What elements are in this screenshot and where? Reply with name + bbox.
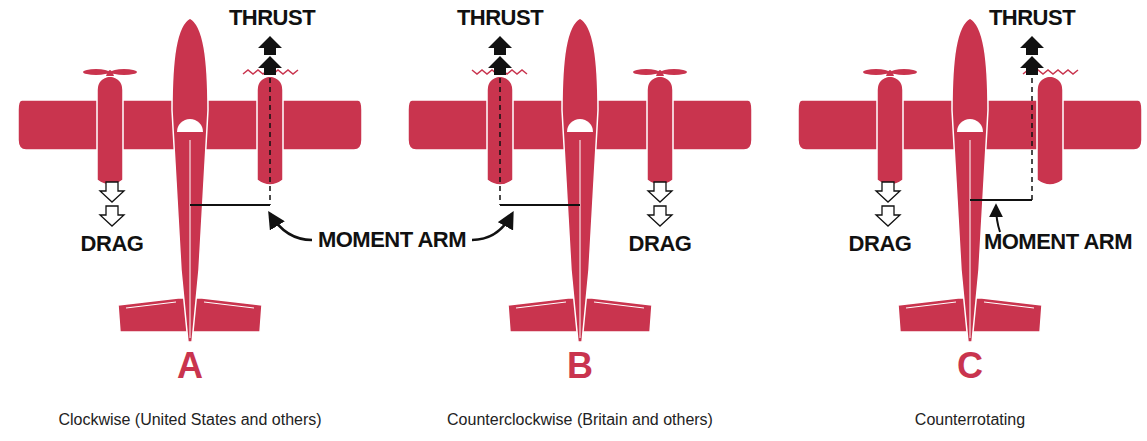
drag-arrow (100, 182, 124, 226)
thrust-line (270, 78, 1032, 205)
moment-arm-label: MOMENT ARM (984, 230, 1132, 254)
moment-arm-label: MOMENT ARM (318, 228, 466, 252)
airplane (18, 18, 362, 342)
airplane (408, 18, 752, 342)
panel-caption: Clockwise (United States and others) (58, 410, 321, 429)
force-label: THRUST (229, 6, 315, 30)
panel-letter: B (567, 348, 593, 384)
thrust-arrow (258, 36, 282, 75)
drag-arrow (648, 182, 672, 226)
force-label: THRUST (457, 6, 543, 30)
panel-caption: Counterrotating (915, 410, 1025, 429)
force-label: DRAG (81, 232, 144, 256)
moment-arm-line (190, 200, 1032, 205)
force-label: DRAG (849, 232, 912, 256)
thrust-arrow (1020, 36, 1044, 75)
drag-arrow (876, 182, 900, 226)
panel-caption: Counterclockwise (Britain and others) (447, 410, 713, 429)
thrust-arrow (488, 36, 512, 75)
force-label: THRUST (989, 6, 1075, 30)
panel-letter: A (177, 348, 203, 384)
panel-letter: C (957, 348, 983, 384)
force-label: DRAG (629, 232, 692, 256)
airplane (798, 18, 1142, 342)
